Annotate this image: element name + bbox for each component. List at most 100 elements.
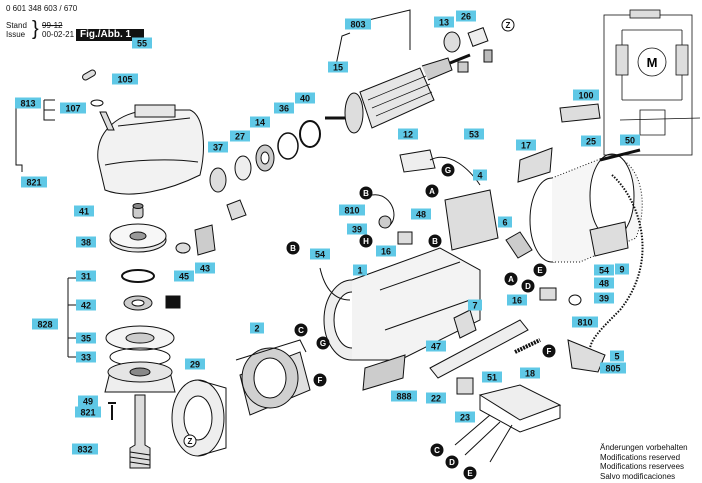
part-label: 35 xyxy=(76,332,96,344)
part-label: 39 xyxy=(347,223,367,235)
svg-text:832: 832 xyxy=(77,445,92,455)
svg-text:22: 22 xyxy=(431,394,441,404)
svg-text:A: A xyxy=(508,275,514,284)
connector-letter: C xyxy=(294,323,308,337)
part-label: 5 xyxy=(610,350,624,362)
part-label: 41 xyxy=(74,205,94,217)
connector-letter: A xyxy=(425,184,439,198)
svg-text:31: 31 xyxy=(81,272,91,282)
svg-text:12: 12 xyxy=(403,130,413,140)
svg-text:39: 39 xyxy=(599,294,609,304)
connector-letter: D xyxy=(445,455,459,469)
part-label: 40 xyxy=(295,92,315,104)
issue-value: 00-02-21 xyxy=(42,30,75,39)
svg-text:4: 4 xyxy=(477,171,482,181)
svg-text:G: G xyxy=(320,339,326,348)
svg-text:F: F xyxy=(318,376,323,385)
svg-text:2: 2 xyxy=(254,324,259,334)
svg-text:13: 13 xyxy=(439,18,449,28)
svg-text:5: 5 xyxy=(614,352,619,362)
svg-text:821: 821 xyxy=(80,408,95,418)
part-label: 47 xyxy=(426,340,446,352)
svg-text:14: 14 xyxy=(255,118,265,128)
part-label: 821 xyxy=(21,176,47,188)
part-label: 15 xyxy=(328,61,348,73)
circuit-schematic-icon xyxy=(603,9,701,156)
part-label: 38 xyxy=(76,236,96,248)
part-label: 803 xyxy=(345,18,371,30)
footer-line: Modifications reservees xyxy=(600,462,685,471)
part-label: 26 xyxy=(456,10,476,22)
electronics-module-icon xyxy=(478,384,562,421)
svg-text:17: 17 xyxy=(521,141,531,151)
motor-symbol: M xyxy=(647,55,658,70)
part-label: 48 xyxy=(594,277,614,289)
svg-text:805: 805 xyxy=(605,364,620,374)
part-label: 33 xyxy=(76,351,96,363)
connector-letter: D xyxy=(521,279,535,293)
svg-text:29: 29 xyxy=(190,360,200,370)
svg-text:Z: Z xyxy=(506,21,511,30)
svg-text:Z: Z xyxy=(188,437,193,446)
svg-text:53: 53 xyxy=(469,130,479,140)
svg-text:54: 54 xyxy=(599,266,609,276)
svg-text:821: 821 xyxy=(26,178,41,188)
spindle-icon xyxy=(129,394,151,469)
svg-text:B: B xyxy=(432,237,438,246)
svg-text:A: A xyxy=(429,187,435,196)
part-label: 53 xyxy=(464,128,484,140)
svg-text:36: 36 xyxy=(279,104,289,114)
footer-line: Modifications reserved xyxy=(600,452,681,462)
part-label: 18 xyxy=(520,367,540,379)
svg-text:26: 26 xyxy=(461,12,471,22)
field-coil-icon xyxy=(235,339,311,416)
svg-text:33: 33 xyxy=(81,353,91,363)
part-label: 821 xyxy=(75,406,101,418)
svg-text:48: 48 xyxy=(416,210,426,220)
part-label: 17 xyxy=(516,139,536,151)
svg-text:810: 810 xyxy=(577,318,592,328)
part-label: 22 xyxy=(426,392,446,404)
svg-text:54: 54 xyxy=(315,250,325,260)
svg-text:15: 15 xyxy=(333,63,343,73)
footer-line: Änderungen vorbehalten xyxy=(600,443,688,452)
svg-text:27: 27 xyxy=(235,132,245,142)
part-label: 813 xyxy=(15,97,41,109)
part-label: 12 xyxy=(398,128,418,140)
motor-housing-icon xyxy=(323,247,481,361)
part-label: 54 xyxy=(594,264,614,276)
svg-text:C: C xyxy=(298,326,304,335)
svg-text:828: 828 xyxy=(37,320,52,330)
svg-text:F: F xyxy=(547,347,552,356)
svg-text:35: 35 xyxy=(81,334,91,344)
svg-text:50: 50 xyxy=(625,136,635,146)
part-label: 13 xyxy=(434,16,454,28)
spindle-lock-icon xyxy=(99,111,115,131)
label-sheet-icon xyxy=(517,147,553,183)
part-label: 107 xyxy=(60,102,86,114)
screw-icon xyxy=(108,402,116,420)
part-label: 42 xyxy=(76,299,96,311)
figure-label: Fig./Abb. 1 xyxy=(76,29,144,41)
connector-letter: G xyxy=(316,336,330,350)
svg-text:49: 49 xyxy=(83,397,93,407)
svg-text:D: D xyxy=(449,458,455,467)
part-label: 36 xyxy=(274,102,294,114)
part-label: 6 xyxy=(498,216,512,228)
part-label: 49 xyxy=(78,395,98,407)
part-label: 25 xyxy=(581,135,601,147)
svg-text:39: 39 xyxy=(352,225,362,235)
svg-text:D: D xyxy=(525,282,531,291)
svg-text:45: 45 xyxy=(179,272,189,282)
part-label: 4 xyxy=(473,169,487,181)
svg-text:888: 888 xyxy=(396,392,411,402)
stand-value: 99-12 xyxy=(42,21,63,30)
part-label: 810 xyxy=(339,204,365,216)
connector-letter: F xyxy=(542,344,556,358)
svg-text:47: 47 xyxy=(431,342,441,352)
svg-text:E: E xyxy=(467,469,473,478)
svg-text:803: 803 xyxy=(350,20,365,30)
svg-text:23: 23 xyxy=(460,413,470,423)
svg-text:16: 16 xyxy=(381,247,391,257)
svg-text:48: 48 xyxy=(599,279,609,289)
